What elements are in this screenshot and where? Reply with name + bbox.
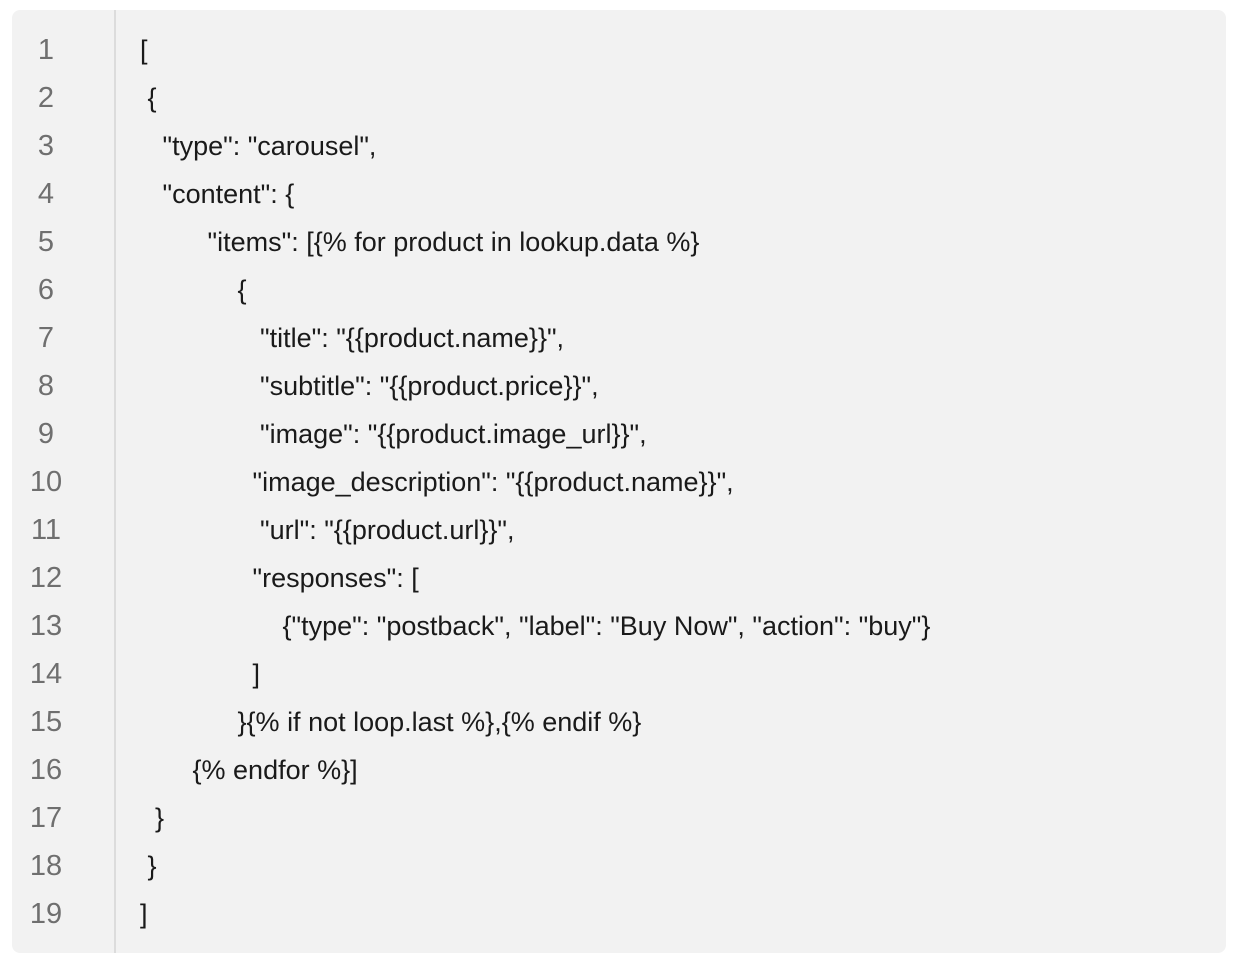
- code-line: "subtitle": "{{product.price}}",: [140, 371, 599, 401]
- line-number: 18: [29, 850, 63, 882]
- code-line: [: [140, 35, 148, 65]
- code-line: {% endfor %}]: [140, 755, 358, 785]
- code-line: "type": "carousel",: [140, 131, 377, 161]
- line-number: 14: [29, 658, 63, 690]
- line-number: 1: [37, 34, 55, 66]
- code-line: "title": "{{product.name}}",: [140, 323, 565, 353]
- line-number: 12: [29, 562, 63, 594]
- line-number: 6: [37, 274, 55, 306]
- line-number: 5: [37, 226, 55, 258]
- line-number: 4: [37, 178, 55, 210]
- code-line: }: [140, 851, 157, 881]
- line-number: 11: [30, 514, 62, 546]
- code-line: {: [140, 83, 157, 113]
- code-line: ]: [140, 899, 148, 929]
- code-line: "image": "{{product.image_url}}",: [140, 419, 647, 449]
- code-line: "responses": [: [140, 563, 419, 593]
- code-line: "items": [{% for product in lookup.data …: [140, 227, 700, 257]
- line-number: 7: [37, 322, 55, 354]
- line-number: 9: [37, 418, 55, 450]
- code-line: {"type": "postback", "label": "Buy Now",…: [140, 611, 931, 641]
- code-line: {: [140, 275, 247, 305]
- line-number: 8: [37, 370, 55, 402]
- line-number: 19: [29, 898, 63, 930]
- code-line: }: [140, 803, 165, 833]
- code-line: ]: [140, 659, 261, 689]
- line-number: 3: [37, 130, 55, 162]
- code-line: "content": {: [140, 179, 295, 209]
- line-number-gutter: 1 2 3 4 5 6 7 8 9 10 11 12 13 14 15 16 1…: [12, 10, 116, 953]
- line-number: 13: [29, 610, 63, 642]
- code-block: 1 2 3 4 5 6 7 8 9 10 11 12 13 14 15 16 1…: [12, 10, 1226, 953]
- line-number: 15: [29, 706, 63, 738]
- line-number: 2: [37, 82, 55, 114]
- code-line: }{% if not loop.last %},{% endif %}: [140, 707, 642, 737]
- line-number: 16: [29, 754, 63, 786]
- code-line: "url": "{{product.url}}",: [140, 515, 515, 545]
- line-number: 10: [29, 466, 63, 498]
- line-number: 17: [29, 802, 63, 834]
- code-line: "image_description": "{{product.name}}",: [140, 467, 734, 497]
